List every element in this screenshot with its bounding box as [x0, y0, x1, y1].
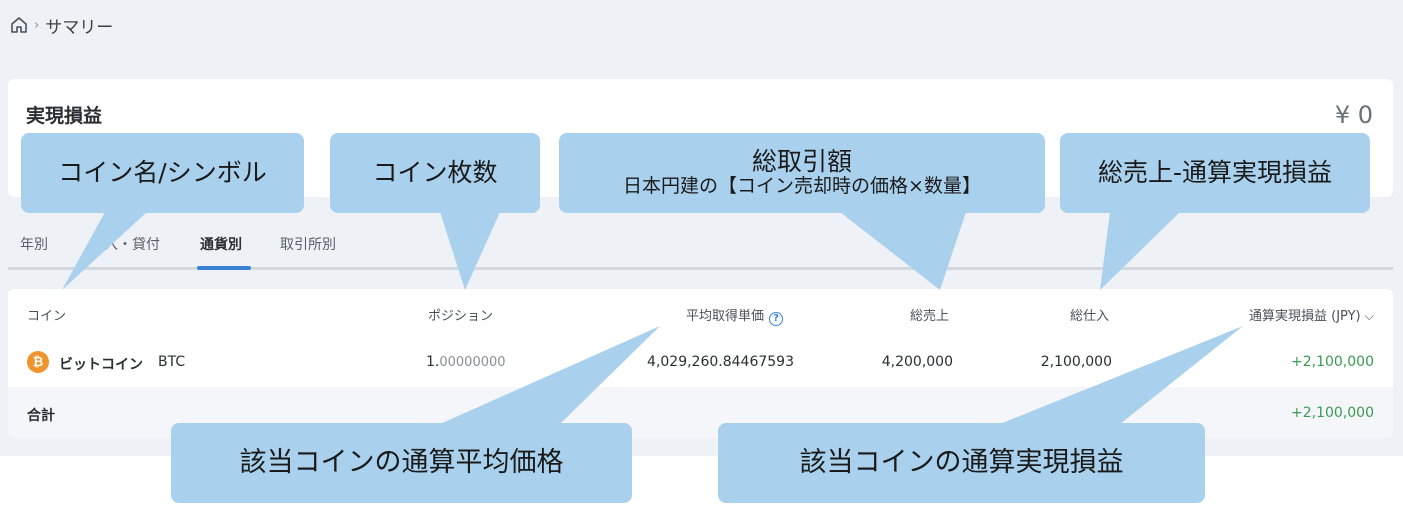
breadcrumb: › サマリー: [10, 12, 113, 38]
bitcoin-icon: ₿: [27, 351, 49, 373]
tab-borrow-lend[interactable]: 借入・貸付: [90, 237, 160, 253]
callout-coin-name: コイン名/シンボル: [21, 133, 304, 213]
callout-realized-pnl: 該当コインの通算実現損益: [718, 423, 1205, 503]
callout-realized-pnl-text: 該当コインの通算実現損益: [799, 447, 1124, 479]
col-header-realized-pnl[interactable]: 通算実現損益 (JPY)⌵: [1249, 305, 1374, 324]
coin-name: ビットコイン: [59, 357, 143, 373]
callout-coin-name-text: コイン名/シンボル: [58, 158, 267, 188]
total-realized-pnl: +2,100,000: [1291, 405, 1374, 421]
callout-sales-minus-pnl: 総売上-通算実現損益: [1060, 133, 1370, 213]
avg-price-label: 平均取得単価: [686, 309, 765, 324]
home-icon[interactable]: [10, 16, 28, 34]
position-decimals: 00000000: [439, 355, 506, 370]
callout-coin-count: コイン枚数: [330, 133, 540, 213]
help-circle-icon[interactable]: ?: [769, 312, 784, 326]
realized-pnl-value: +2,100,000: [1291, 354, 1374, 370]
total-sales-value: 4,200,000: [881, 354, 953, 370]
tab-yearly[interactable]: 年別: [20, 237, 48, 253]
active-tab-indicator: [197, 266, 251, 270]
coin-symbol: BTC: [158, 354, 186, 370]
tab-by-currency[interactable]: 通貨別: [200, 237, 242, 253]
realized-pnl-label: 通算実現損益 (JPY): [1249, 309, 1361, 324]
total-purchase-value: 2,100,000: [1040, 354, 1112, 370]
col-header-total-sales[interactable]: 総売上: [910, 309, 950, 324]
callout-avg-price-text: 該当コインの通算平均価格: [239, 447, 564, 479]
total-label: 合計: [27, 408, 55, 424]
tab-bar: 年別 借入・貸付 通貨別 取引所別: [8, 228, 1393, 270]
col-header-position[interactable]: ポジション: [428, 309, 494, 324]
avg-price-value: 4,029,260.84467593: [647, 354, 794, 370]
tab-rail: [8, 267, 1393, 270]
breadcrumb-current: サマリー: [45, 17, 114, 38]
position-value: 1.00000000: [426, 354, 506, 370]
currency-table: コイン ポジション 平均取得単価? 総売上 総仕入 通算実現損益 (JPY)⌵ …: [8, 289, 1393, 438]
chevron-down-icon[interactable]: ⌵: [1364, 309, 1374, 323]
callout-total-amount-sub: 日本円建の【コイン売却時の価格×数量】: [623, 175, 981, 198]
callout-avg-price: 該当コインの通算平均価格: [171, 423, 632, 503]
card-title: 実現損益: [26, 105, 103, 127]
callout-sales-minus-pnl-text: 総売上-通算実現損益: [1097, 158, 1333, 188]
chevron-right-icon: ›: [34, 17, 40, 33]
callout-coin-count-text: コイン枚数: [372, 158, 498, 188]
callout-total-amount-title: 総取引額: [751, 146, 852, 176]
tab-by-exchange[interactable]: 取引所別: [280, 237, 336, 253]
position-int: 1.: [426, 354, 440, 370]
col-header-avg-price[interactable]: 平均取得単価?: [686, 305, 784, 326]
col-header-total-purchase[interactable]: 総仕入: [1070, 309, 1110, 324]
realized-pnl-amount: ¥ 0: [1334, 101, 1373, 129]
col-header-coin[interactable]: コイン: [27, 309, 67, 324]
callout-total-amount: 総取引額 日本円建の【コイン売却時の価格×数量】: [559, 133, 1045, 213]
